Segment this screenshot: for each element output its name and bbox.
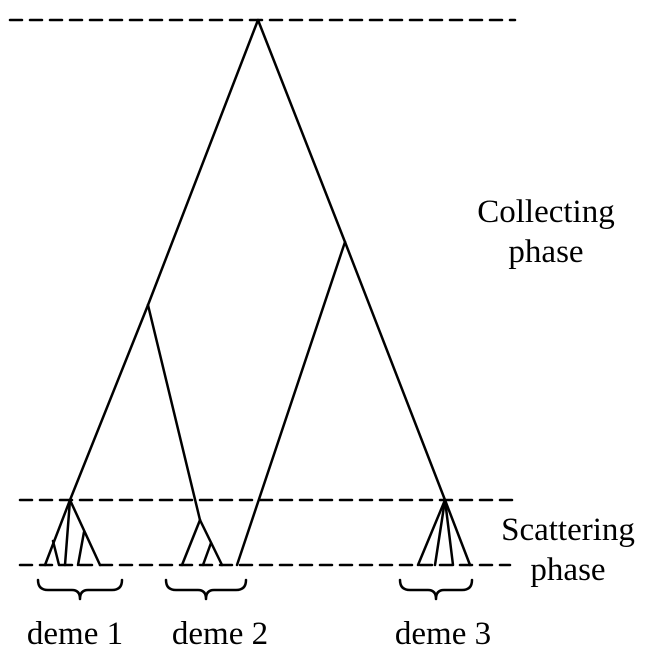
deme2-branch-left — [180, 518, 202, 567]
deme3-branch-1 — [416, 498, 447, 567]
scattering-phase-label: Scattering phase — [488, 510, 648, 590]
collecting-phase-tree — [68, 18, 447, 567]
right-lineage-to-deme2 — [235, 240, 347, 567]
deme1-brace — [36, 578, 124, 601]
deme1-subbranch — [76, 530, 86, 567]
deme3-branch-3 — [443, 498, 455, 567]
deme3-branch-2 — [433, 498, 447, 567]
collecting-phase-line2: phase — [508, 234, 584, 270]
deme1-branch-left — [43, 498, 72, 567]
deme3-brace — [398, 578, 474, 601]
deme2-subbranch — [201, 541, 213, 567]
scattering-phase-line2: phase — [530, 552, 606, 588]
collecting-phase-label: Collecting phase — [466, 192, 626, 272]
left-lineage-to-deme2 — [146, 303, 202, 522]
deme3-branch-4 — [443, 498, 472, 567]
root-left-branch — [146, 18, 260, 307]
left-lineage-to-deme1 — [68, 303, 150, 502]
right-lineage-to-deme3 — [343, 240, 447, 502]
collecting-phase-line1: Collecting — [477, 194, 615, 230]
deme1-subtree — [43, 498, 102, 567]
deme1-branch-mid — [63, 498, 72, 567]
deme2-subtree — [180, 518, 224, 567]
scattering-phase-line1: Scattering — [501, 512, 635, 548]
root-right-branch — [256, 18, 347, 244]
deme2-label: deme 2 — [171, 616, 269, 652]
deme1-tip-link — [51, 539, 61, 567]
deme1-label: deme 1 — [26, 616, 124, 652]
deme2-brace — [164, 578, 248, 601]
deme3-label: deme 3 — [394, 616, 492, 652]
deme3-subtree — [416, 498, 472, 567]
